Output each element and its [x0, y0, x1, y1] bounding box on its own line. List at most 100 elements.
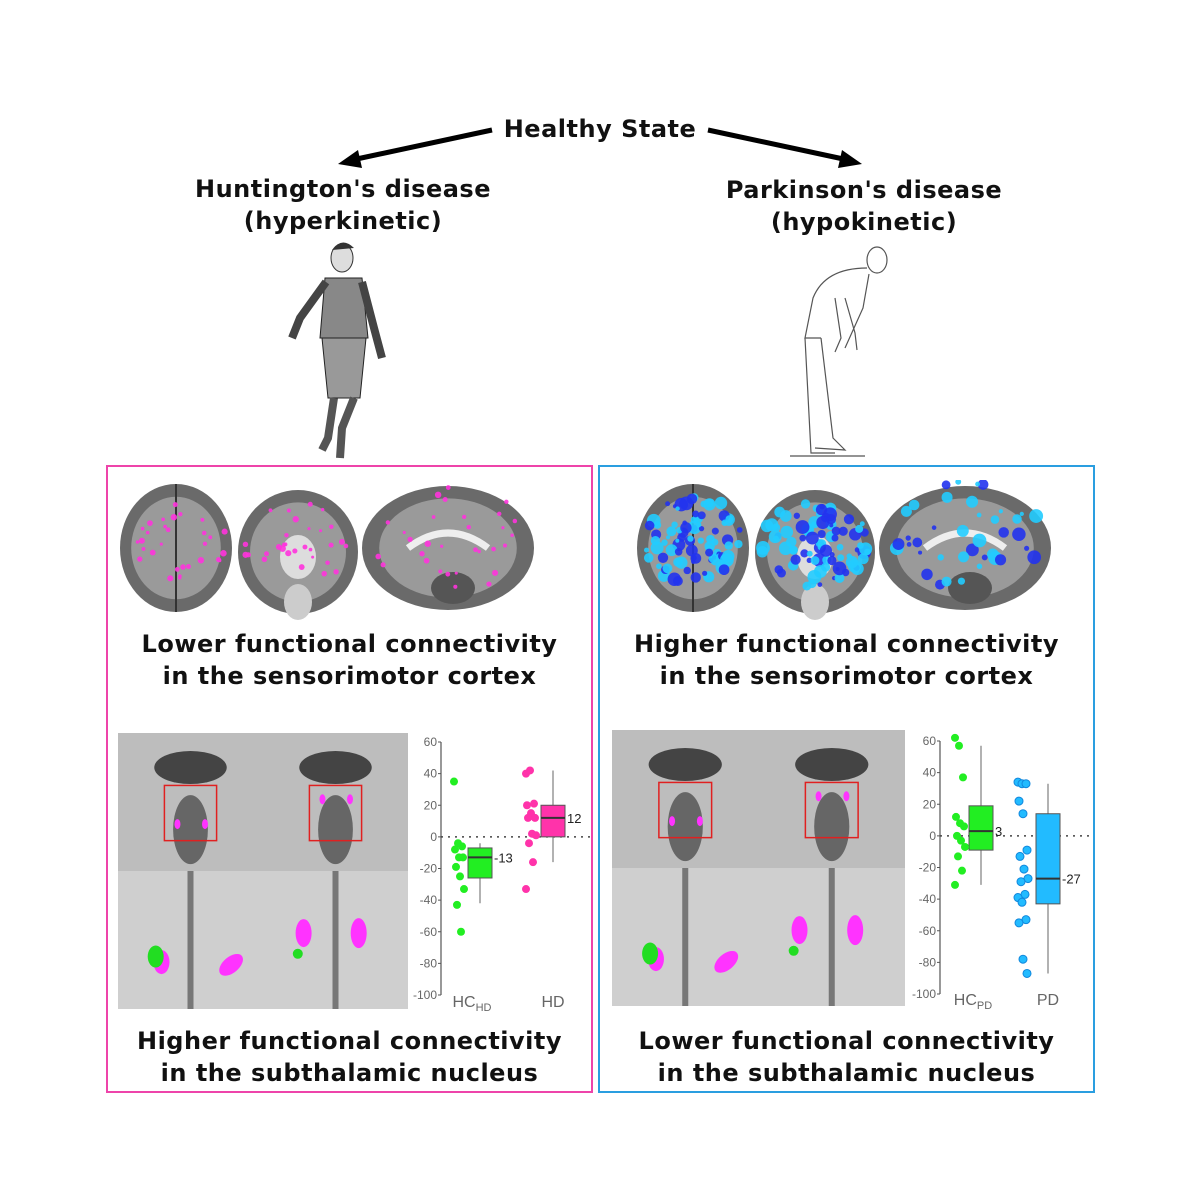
data-point [1018, 954, 1028, 964]
data-point [458, 842, 466, 851]
data-point [957, 836, 965, 845]
x-category-label: HCPD [954, 992, 992, 1012]
y-tick-label: -20 [919, 861, 937, 875]
median-label: 12 [567, 811, 581, 826]
roi-box [804, 781, 859, 839]
data-point [525, 839, 533, 848]
data-point [532, 831, 540, 840]
pd-cortex-caption-line2: in the sensorimotor cortex [659, 662, 1034, 690]
y-tick-label: 60 [923, 734, 937, 748]
data-point [526, 766, 534, 775]
y-tick-label: -20 [420, 862, 438, 876]
data-point [1015, 851, 1025, 861]
box [467, 847, 493, 879]
sagittal-brain [879, 480, 1051, 610]
coronal-brain [755, 490, 875, 620]
data-point [453, 900, 461, 909]
y-tick-label: -80 [420, 956, 438, 970]
hd-stn-caption-line2: in the subthalamic nucleus [160, 1059, 539, 1087]
y-tick-label: 20 [923, 797, 937, 811]
roi-box [163, 784, 218, 842]
mri-slice [612, 868, 759, 1006]
pd-subtitle: (hypokinetic) [770, 208, 958, 236]
data-point [961, 842, 969, 851]
data-point [958, 866, 966, 875]
x-category-label: HCHD [453, 994, 492, 1014]
data-point [456, 872, 464, 881]
y-tick-label: -40 [420, 893, 438, 907]
stn-overlap [147, 945, 164, 968]
stn-left [174, 819, 181, 830]
data-point [531, 813, 539, 822]
category-subscript: HD [476, 1002, 492, 1014]
median-label: -27 [1062, 872, 1081, 887]
data-point [954, 852, 962, 861]
hd-cortex-caption-line2: in the sensorimotor cortex [162, 662, 537, 690]
arrows [338, 127, 862, 168]
data-point [960, 822, 968, 831]
mri-slice [118, 733, 263, 871]
stn-overlap [788, 945, 799, 956]
stn [350, 918, 367, 949]
hd-stn-mri-images [118, 733, 408, 1009]
healthy-state-title: Healthy State [503, 115, 697, 143]
pd-stn-mri-images [612, 730, 905, 1006]
mri-slice [758, 730, 905, 868]
data-point [959, 773, 967, 782]
data-point [1016, 877, 1026, 887]
stn [847, 915, 864, 946]
data-point [450, 777, 458, 786]
data-point [1019, 864, 1029, 874]
x-category-label: HD [541, 994, 564, 1011]
stn-left [319, 794, 326, 805]
median-label: -13 [494, 850, 513, 865]
coronal-brain [238, 490, 358, 620]
y-tick-label: 40 [424, 767, 438, 781]
pd-cortex-caption-line1: Higher functional connectivity [633, 630, 1059, 658]
hd-title: Huntington's disease [195, 175, 491, 203]
arrow-left-icon [338, 127, 493, 168]
hd-cortex-brain-images [120, 484, 534, 620]
y-tick-label: -60 [919, 924, 937, 938]
data-point [460, 885, 468, 894]
pd-patient-illustration [790, 246, 888, 457]
y-tick-label: -60 [420, 925, 438, 939]
stn-left [669, 816, 676, 827]
hd-panel [106, 465, 593, 1093]
hd-stn-caption-line1: Higher functional connectivity [136, 1027, 562, 1055]
box [1035, 813, 1061, 905]
category-name: HC [453, 994, 476, 1011]
stn [219, 953, 243, 976]
data-point [955, 741, 963, 750]
median-label: 3 [995, 824, 1002, 839]
stn [791, 916, 808, 945]
y-tick-label: 60 [424, 735, 438, 749]
stn [295, 919, 312, 948]
x-category-label: PD [1037, 992, 1059, 1009]
pd-stn-caption-line2: in the subthalamic nucleus [657, 1059, 1036, 1087]
stn-right [347, 794, 353, 805]
hd-cortex-caption-line1: Lower functional connectivity [141, 630, 558, 658]
stn-right [843, 791, 850, 802]
roi-box [658, 781, 713, 839]
pd-cortex-brain-images [637, 480, 1051, 620]
data-point [1022, 968, 1032, 978]
y-tick-label: 20 [424, 798, 438, 812]
data-point [452, 862, 460, 871]
y-tick-label: -80 [919, 955, 937, 969]
data-point [451, 845, 459, 854]
stn-left [815, 791, 822, 802]
data-point [529, 858, 537, 867]
pd-title: Parkinson's disease [725, 176, 1003, 204]
data-point [951, 733, 959, 742]
category-name: HD [541, 994, 564, 1011]
data-point [457, 927, 465, 936]
data-point [1017, 897, 1027, 907]
mri-slice [118, 871, 263, 1009]
mri-slice [612, 730, 759, 868]
stn-overlap [642, 942, 659, 965]
data-point [524, 813, 532, 822]
